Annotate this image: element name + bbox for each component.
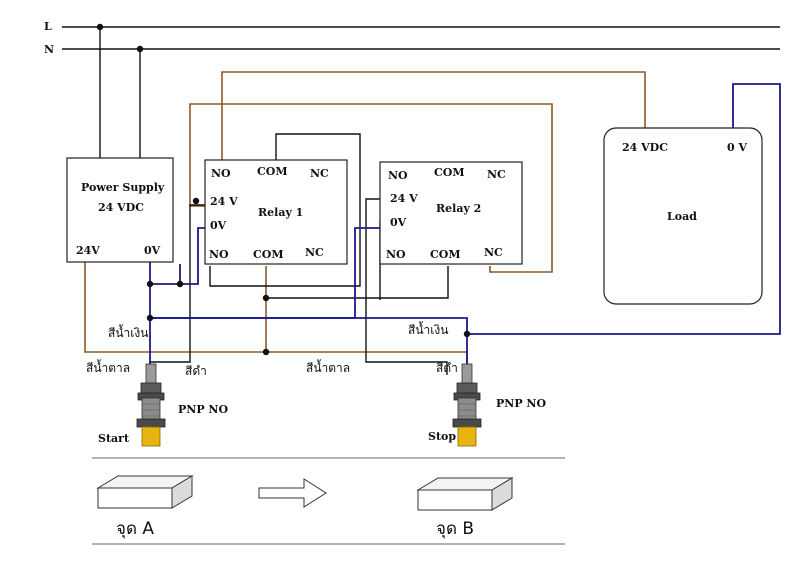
- start-sensor-type: PNP NO: [178, 403, 228, 416]
- relay1-24v: 24 V: [210, 195, 238, 208]
- relay2-nc-top: NC: [487, 168, 506, 181]
- arrow-right-icon: [258, 478, 327, 508]
- power-supply-0v: 0V: [144, 244, 161, 257]
- label-brown-middle: สีน้ำตาล: [306, 359, 350, 375]
- relay1-nc-bottom: NC: [305, 246, 324, 259]
- label-black-left: สีดำ: [185, 364, 207, 378]
- label-blue-right: สีน้ำเงิน: [408, 321, 448, 337]
- relay2-name: Relay 2: [436, 202, 481, 215]
- relay1-no-top: NO: [211, 167, 231, 180]
- relay1-box: [204, 159, 348, 265]
- power-supply-title: Power Supply: [81, 181, 165, 194]
- point-a-label: จุด A: [116, 519, 154, 539]
- start-sensor-name: Start: [98, 432, 130, 445]
- load-24v: 24 VDC: [622, 141, 668, 154]
- relay2-com-top: COM: [434, 166, 465, 179]
- label-brown-left: สีน้ำตาล: [86, 359, 130, 375]
- start-sensor: [136, 363, 166, 447]
- relay1-com-top: COM: [257, 165, 288, 178]
- box-point-b: [416, 477, 514, 511]
- relay1-0v: 0V: [210, 219, 227, 232]
- line-l-label: L: [44, 20, 52, 33]
- relay1-no-bottom: NO: [209, 248, 229, 261]
- load-name: Load: [667, 210, 697, 223]
- stop-sensor-type: PNP NO: [496, 397, 546, 410]
- black-wire-com: [209, 133, 361, 287]
- stop-sensor: [452, 363, 482, 447]
- brown-wire-load: [221, 71, 646, 160]
- line-n-label: N: [44, 43, 54, 56]
- point-b-label: จุด B: [436, 519, 474, 539]
- relay2-box: [379, 161, 523, 265]
- relay1-name: Relay 1: [258, 206, 303, 219]
- load-0v: 0 V: [727, 141, 747, 154]
- relay2-nc-bottom: NC: [484, 246, 503, 259]
- relay1-com-bottom: COM: [253, 248, 284, 261]
- relay2-0v: 0V: [390, 216, 407, 229]
- relay2-no-bottom: NO: [386, 248, 406, 261]
- label-black-right: สีดำ: [436, 361, 458, 375]
- power-supply-24v: 24V: [76, 244, 100, 257]
- relay1-nc-top: NC: [310, 167, 329, 180]
- stop-sensor-name: Stop: [428, 430, 456, 443]
- relay2-no-top: NO: [388, 169, 408, 182]
- load-box: [603, 127, 763, 305]
- relay2-24v: 24 V: [390, 192, 418, 205]
- label-blue-left: สีน้ำเงิน: [108, 324, 148, 340]
- power-supply-box: [66, 157, 174, 263]
- power-supply-voltage: 24 VDC: [98, 201, 144, 214]
- box-point-a: [96, 475, 194, 509]
- relay2-com-bottom: COM: [430, 248, 461, 261]
